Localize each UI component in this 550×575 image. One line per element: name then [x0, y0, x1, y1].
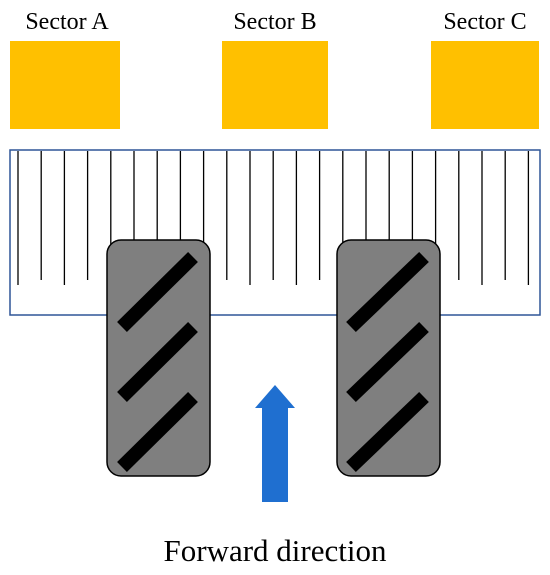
- arrow-head: [255, 385, 295, 408]
- tread-mark: [117, 252, 198, 332]
- left-tyre-treads: [117, 252, 198, 472]
- tread-mark: [117, 392, 198, 472]
- tread-mark: [346, 251, 429, 333]
- right-tyre: [336, 239, 441, 477]
- sector-c-box: [431, 41, 539, 129]
- sector-a-label: Sector A: [25, 9, 109, 35]
- arrow-shaft: [262, 407, 288, 502]
- sector-a-box: [10, 41, 120, 129]
- comb-strip: [9, 149, 541, 316]
- sector-b-box: [222, 41, 328, 129]
- tread-mark: [117, 322, 198, 402]
- left-tyre: [106, 239, 211, 477]
- sector-c-label: Sector C: [443, 9, 526, 35]
- comb-teeth: [17, 151, 530, 285]
- tread-mark: [346, 321, 429, 403]
- tread-mark: [346, 391, 429, 473]
- forward-direction-caption: Forward direction: [164, 533, 387, 568]
- sector-b-label: Sector B: [233, 9, 316, 35]
- comb-outline: [9, 149, 541, 316]
- right-tyre-treads: [346, 251, 429, 473]
- forward-arrow-icon: [255, 385, 295, 502]
